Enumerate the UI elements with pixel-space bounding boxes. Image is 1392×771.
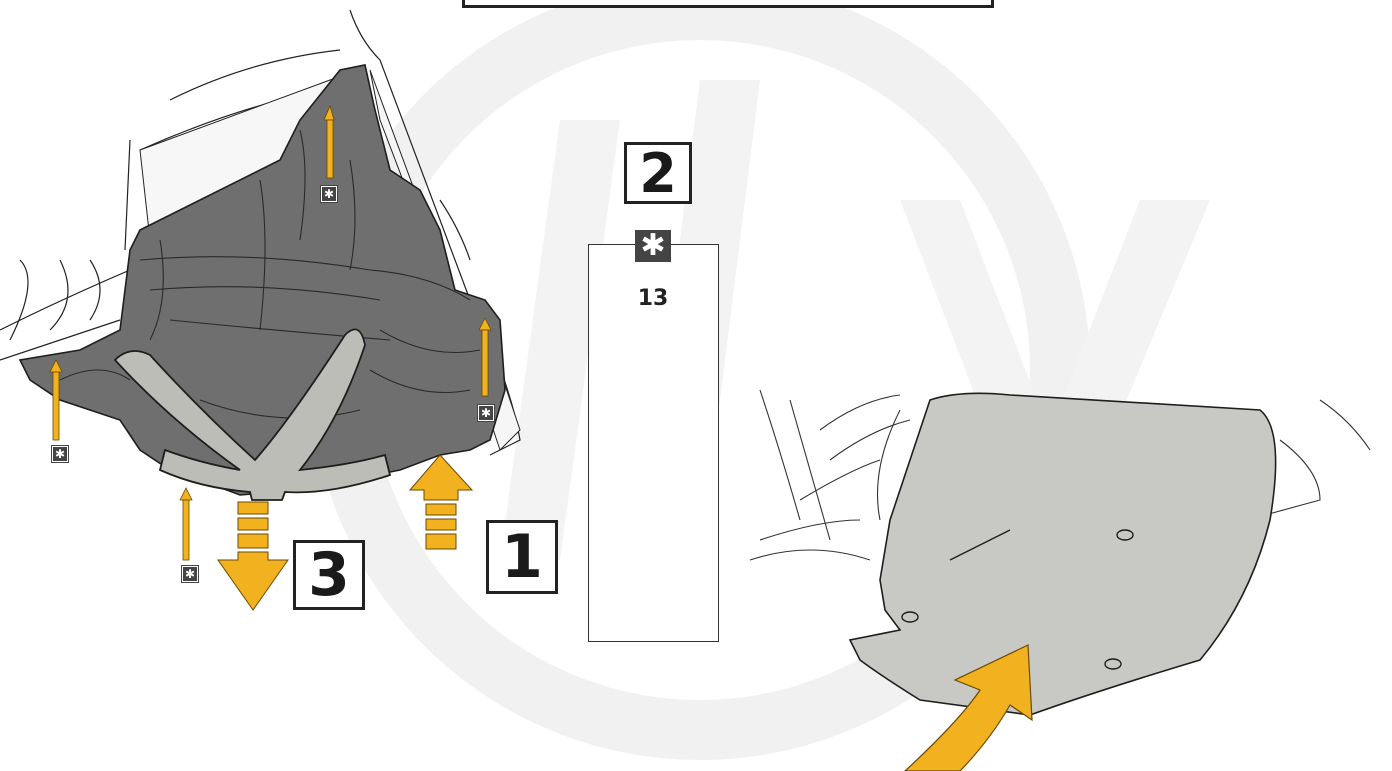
fastener-tag-top: ✱ [321, 186, 337, 202]
step-2-label: 2 [624, 142, 692, 204]
replacement-undercover [850, 393, 1276, 715]
fastener-tag-right: ✱ [478, 405, 494, 421]
step-1-label: 1 [486, 520, 558, 594]
tool-badge: ✱ [635, 230, 671, 262]
title-frame [462, 0, 994, 8]
step-3-label: 3 [293, 540, 365, 610]
fastener-tag-left: ✱ [52, 446, 68, 462]
remove-arrow-icon [218, 502, 288, 610]
lift-arrow-icon [410, 455, 472, 549]
fastener-tag-bottom: ✱ [182, 566, 198, 582]
socket-size-label: 13 [628, 286, 678, 311]
